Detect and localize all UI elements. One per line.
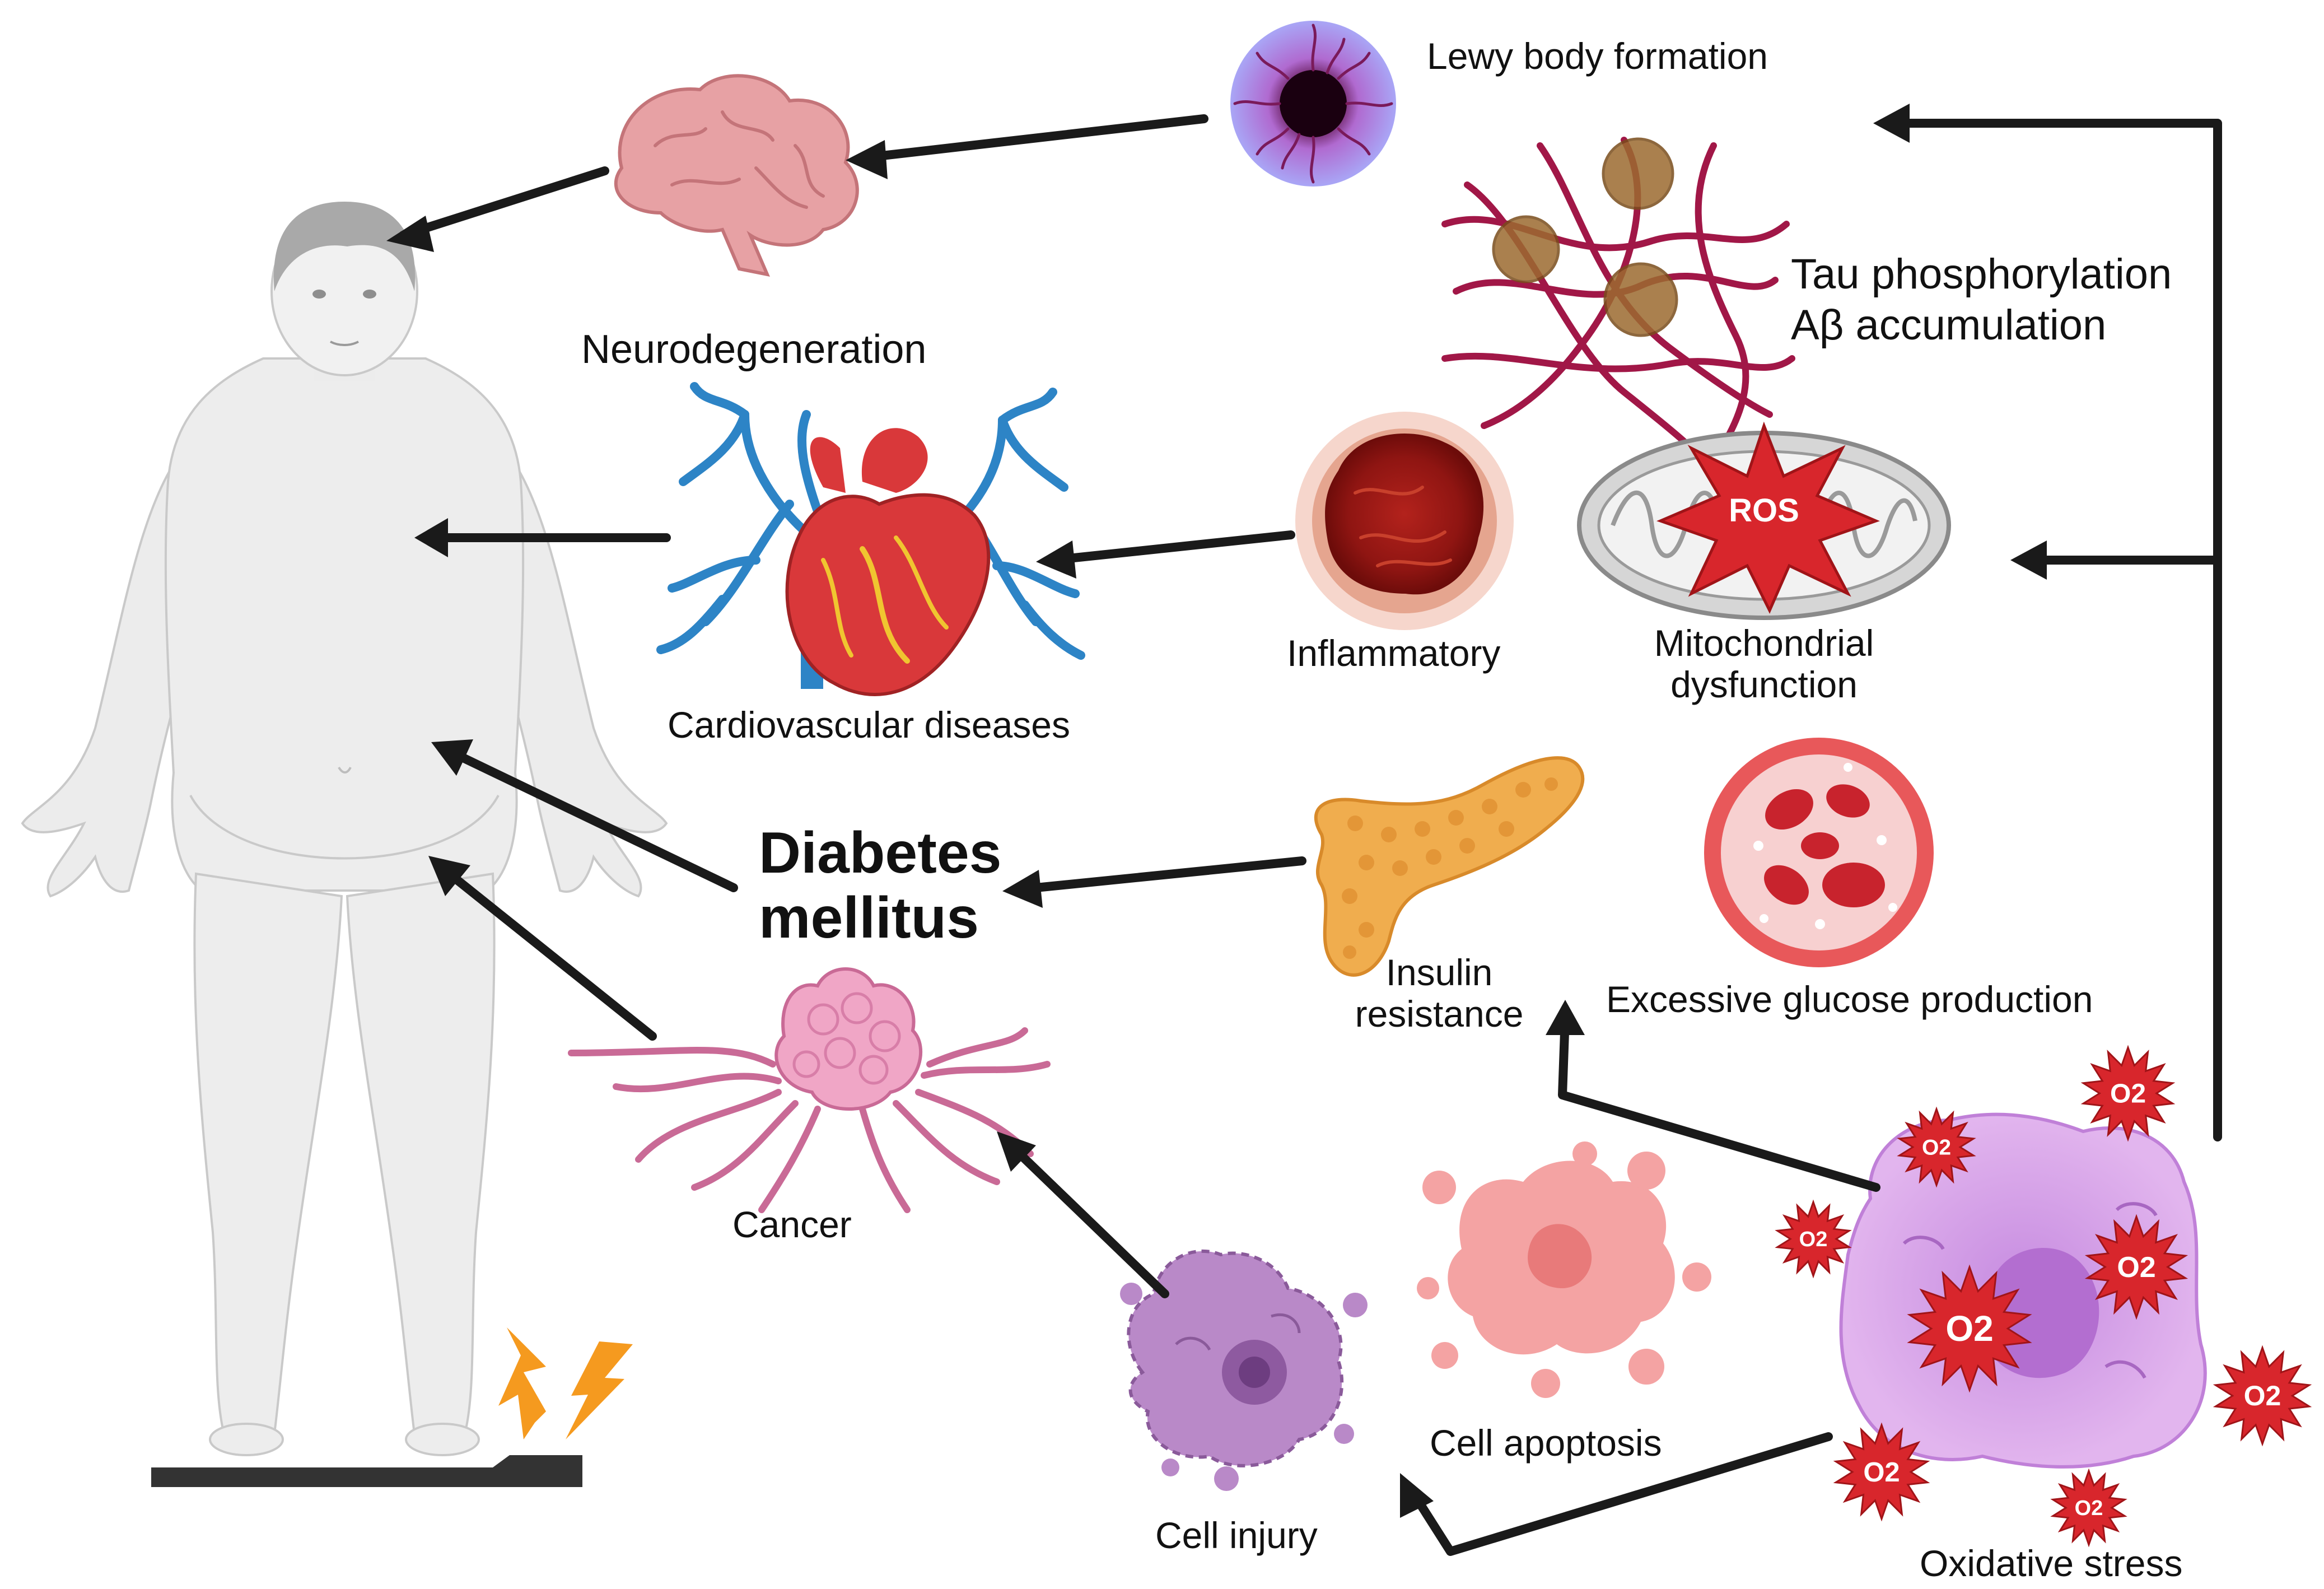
heart-icon	[656, 382, 1085, 696]
arrowhead	[1036, 540, 1076, 579]
label-tau-line1: Tau phosphorylation	[1791, 250, 2172, 298]
arrowhead	[386, 216, 434, 252]
arrowhead	[2010, 540, 2047, 580]
superoxide-label: O2	[1863, 1457, 1900, 1488]
label-cardiovascular: Cardiovascular diseases	[668, 704, 1071, 745]
arrow-inflammatory-to-heart	[1048, 530, 1295, 565]
brain-icon	[614, 74, 859, 277]
superoxide-label: O2	[2117, 1251, 2155, 1284]
label-cell-injury: Cell injury	[1155, 1515, 1318, 1556]
label-inflammatory: Inflammatory	[1287, 632, 1501, 674]
label-cancer: Cancer	[732, 1204, 852, 1245]
superoxide-label: O2	[2110, 1079, 2146, 1108]
label-diabetes-line2: mellitus	[759, 886, 979, 951]
arrowhead	[428, 856, 470, 896]
label-cell-apoptosis: Cell apoptosis	[1430, 1422, 1662, 1464]
superoxide-burst-icon: O2	[2084, 1214, 2188, 1320]
label-mito-line2: dysfunction	[1670, 663, 1858, 705]
inflamed-tissue-icon	[1295, 412, 1514, 630]
superoxide-burst-icon: O2	[1775, 1199, 1852, 1279]
arrowhead	[1400, 1473, 1434, 1518]
label-diabetes-mellitus: Diabetes mellitus	[759, 821, 1002, 951]
lightning-icon	[566, 1341, 633, 1439]
weight-scale-icon	[151, 1455, 582, 1487]
arrowhead	[997, 1131, 1036, 1172]
tau-tangle-icon	[1492, 137, 1678, 337]
label-tau-abeta: Tau phosphorylation Aβ accumulation	[1791, 249, 2172, 351]
arrow-oxidative-to-insulin	[1558, 1012, 1880, 1192]
arrow-diabetes-to-body	[444, 746, 738, 892]
human-body-icon	[21, 202, 668, 1456]
label-neurodegeneration: Neurodegeneration	[581, 327, 927, 372]
label-ros: ROS	[1729, 492, 1799, 529]
label-mito-line1: Mitochondrial	[1654, 622, 1874, 664]
superoxide-burst-icon: O2	[1833, 1422, 1930, 1522]
arrow-cancer-to-body	[438, 864, 657, 1041]
arrowhead	[846, 140, 888, 179]
lightning-icon	[498, 1327, 546, 1439]
arrowhead	[1002, 870, 1043, 908]
injured-cell-icon	[1120, 1249, 1368, 1491]
blood-vessel-icon	[1704, 738, 1934, 967]
lewy-body-icon	[1230, 21, 1396, 187]
pancreas-icon	[1314, 756, 1585, 977]
arrowhead	[1546, 1000, 1585, 1035]
arrowhead	[1873, 104, 1910, 143]
stressed-cell-icon	[1839, 1112, 2207, 1469]
apoptotic-cell-icon	[1417, 1141, 1711, 1398]
superoxide-burst-icon: O2	[2213, 1345, 2312, 1447]
arrow-oxidative-to-injury	[1407, 1432, 1833, 1556]
arrowhead	[414, 518, 448, 557]
arrow-injury-to-cancer	[1004, 1138, 1169, 1298]
label-insulin-resistance: Insulin resistance	[1355, 952, 1524, 1035]
label-lewy-body: Lewy body formation	[1427, 35, 1768, 77]
ros-burst-icon	[1656, 421, 1880, 614]
arrowhead	[431, 739, 473, 776]
arrowheads	[386, 104, 2047, 1518]
label-insulin-line2: resistance	[1355, 992, 1524, 1035]
superoxide-label: O2	[2075, 1497, 2103, 1520]
superoxide-label: O2	[2244, 1380, 2281, 1411]
label-excessive-glucose: Excessive glucose production	[1606, 978, 2093, 1020]
label-tau-line2: Aβ accumulation	[1791, 301, 2107, 350]
label-diabetes-line1: Diabetes	[759, 821, 1002, 886]
superoxide-label: O2	[1945, 1308, 1993, 1349]
label-insulin-line1: Insulin	[1385, 952, 1493, 993]
superoxide-label: O2	[1922, 1136, 1951, 1160]
tumor-icon	[568, 967, 1051, 1213]
arrow-brain-to-head	[399, 166, 609, 240]
superoxide-burst-icon: O2	[2080, 1045, 2176, 1142]
arrow-lewy-to-brain	[858, 114, 1208, 162]
arrows	[399, 114, 2222, 1556]
superoxide-label: O2	[1799, 1228, 1828, 1251]
superoxide-burst-icon: O2	[2050, 1468, 2127, 1548]
label-mitochondrial-dysfunction: Mitochondrial dysfunction	[1654, 622, 1874, 706]
superoxide-burst-icon: O2	[1907, 1264, 2032, 1393]
label-oxidative-stress: Oxidative stress	[1920, 1543, 2183, 1584]
arrow-oxidative-to-top	[1888, 119, 2222, 1141]
arrow-insulin-to-diabetes	[1015, 856, 1306, 894]
superoxide-burst-icon: O2	[1897, 1106, 1976, 1188]
